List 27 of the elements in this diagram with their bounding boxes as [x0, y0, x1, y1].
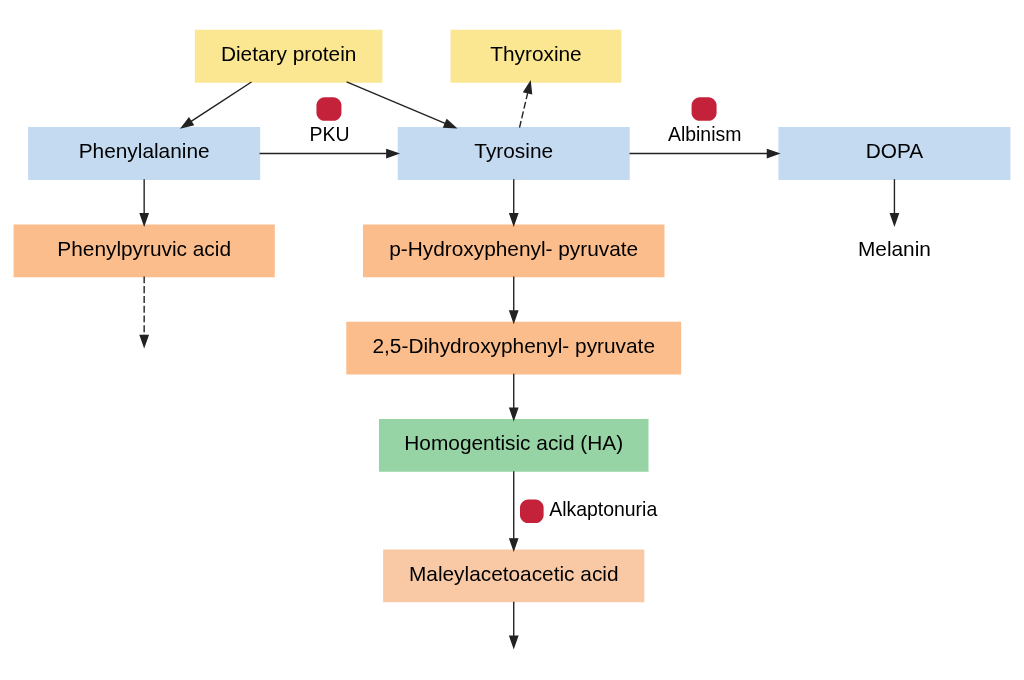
arrow — [139, 275, 150, 349]
arrow — [258, 148, 401, 159]
node-text: Melanin — [857, 236, 931, 260]
edge-label: Alkaptonuria — [549, 498, 658, 521]
arrow — [508, 275, 519, 325]
node-box: Tyrosine — [397, 127, 630, 180]
arrow — [179, 81, 253, 129]
node-box: Phenylalanine — [28, 127, 261, 180]
edge-label: Albinism — [667, 122, 742, 145]
arrow — [345, 81, 458, 129]
node-box: Phenylpyruvic acid — [13, 224, 275, 278]
edge-label: PKU — [309, 122, 350, 145]
node-box: p-Hydroxyphenyl- pyruvate — [363, 224, 665, 278]
node-box: Homogentisic acid (HA) — [378, 418, 649, 472]
arrow — [508, 178, 519, 227]
arrow — [518, 79, 533, 129]
arrow — [508, 601, 519, 650]
node-box: Thyroxine — [450, 29, 622, 83]
node-box: Dietary protein — [194, 29, 383, 83]
arrow — [628, 148, 781, 159]
arrow — [508, 470, 519, 553]
node-box: Maleylacetoacetic acid — [383, 549, 645, 603]
arrow — [889, 178, 900, 227]
node-box: DOPA — [778, 127, 1011, 180]
node-box: 2,5-Dihydroxyphenyl- pyruvate — [346, 321, 682, 375]
arrow — [139, 178, 150, 227]
arrow — [508, 373, 519, 422]
